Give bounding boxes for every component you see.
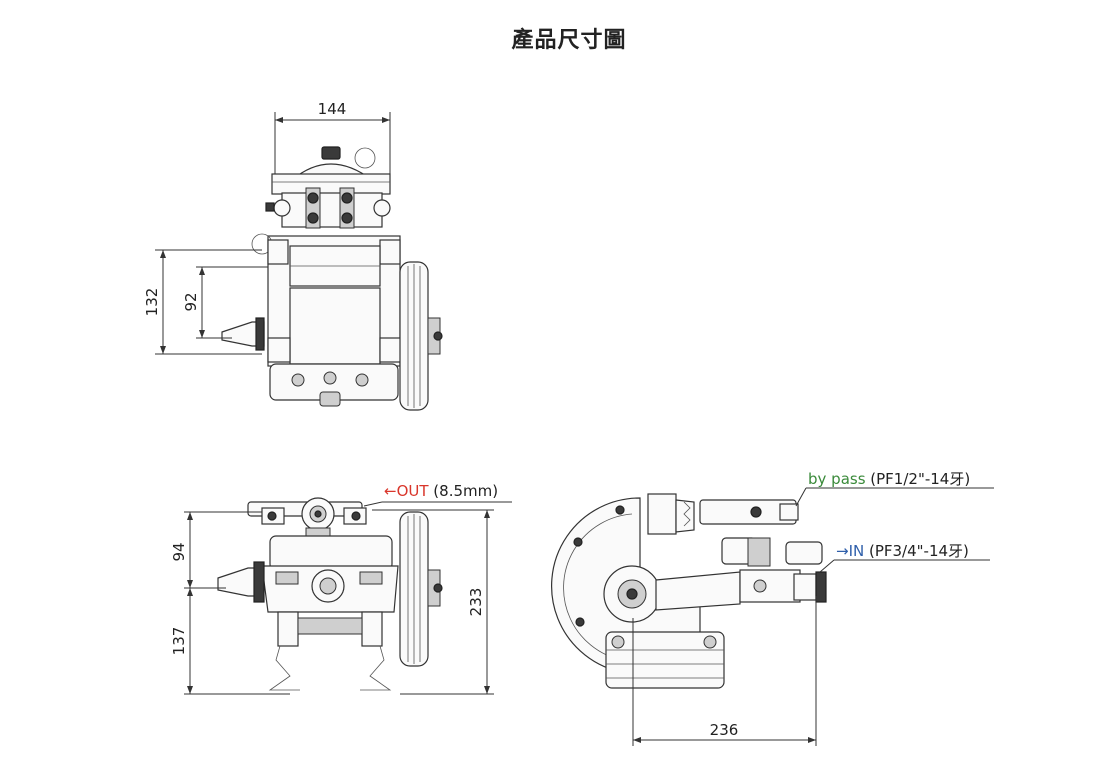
page-title: 產品尺寸圖 bbox=[511, 28, 627, 53]
dim-front-total: 233 bbox=[467, 588, 485, 617]
dim-side-width: 236 bbox=[710, 721, 739, 739]
dim-top-width: 144 bbox=[318, 100, 347, 118]
bypass-port-name: by pass bbox=[808, 470, 866, 488]
top-view-drawing bbox=[155, 112, 443, 411]
in-port-label: →IN (PF3/4"-14牙) bbox=[836, 542, 969, 560]
dim-front-lower: 137 bbox=[170, 627, 188, 656]
out-port-arrow: ←OUT bbox=[384, 482, 429, 500]
dim-front-upper: 94 bbox=[170, 542, 188, 561]
in-port-spec: (PF3/4"-14牙) bbox=[864, 542, 969, 560]
bypass-port-spec: (PF1/2"-14牙) bbox=[866, 470, 971, 488]
out-port-spec: (8.5mm) bbox=[429, 482, 499, 500]
bypass-port-label: by pass (PF1/2"-14牙) bbox=[808, 470, 970, 488]
dim-top-height-outer: 132 bbox=[143, 288, 161, 317]
in-port-arrow: →IN bbox=[836, 542, 864, 560]
front-view-drawing bbox=[184, 497, 512, 695]
dim-top-height-inner: 92 bbox=[182, 292, 200, 311]
out-port-label: ←OUT (8.5mm) bbox=[384, 482, 498, 500]
side-view-drawing bbox=[551, 487, 994, 746]
